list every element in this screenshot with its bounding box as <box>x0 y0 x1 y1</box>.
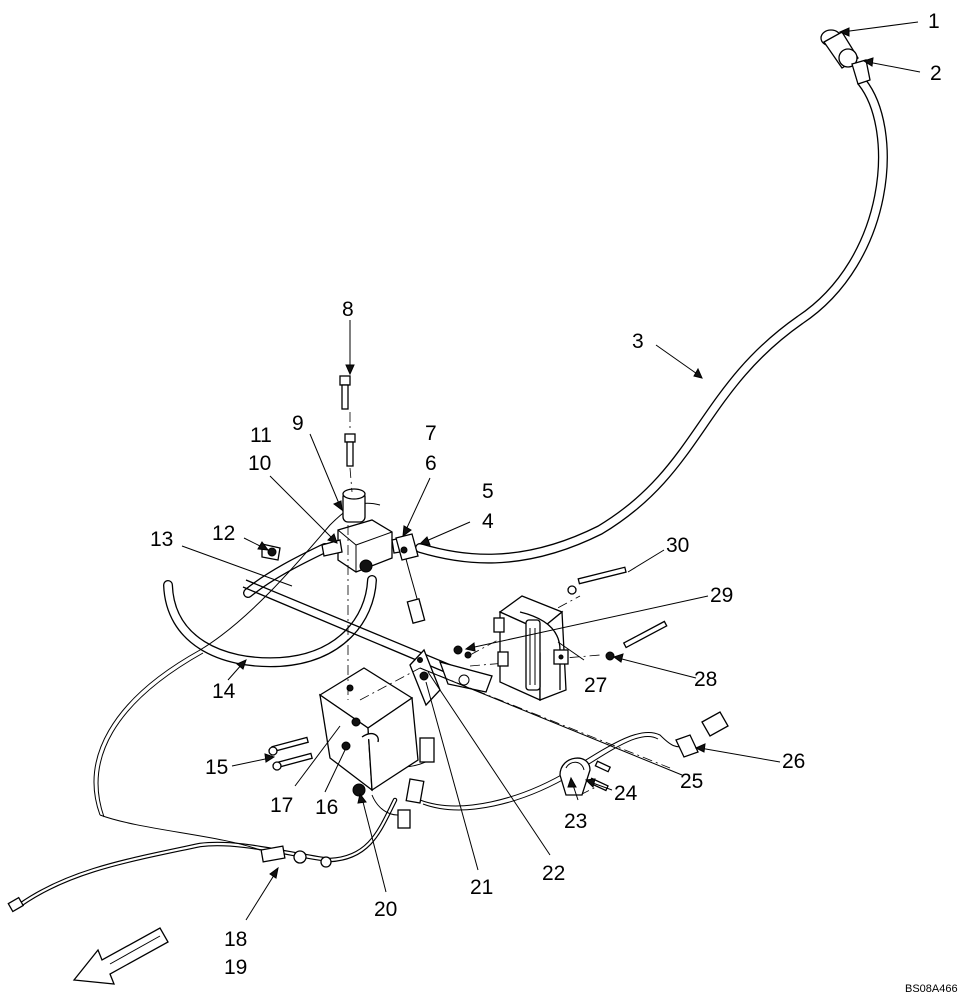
hose-upper-left <box>243 543 330 598</box>
front-direction-arrow <box>72 927 169 985</box>
fitting-1-2 <box>820 29 871 85</box>
callout-6: 6 <box>425 452 437 475</box>
callout-22: 22 <box>542 862 565 885</box>
callout-17: 17 <box>270 794 293 817</box>
callout-27: 27 <box>584 674 607 697</box>
bolt-8 <box>339 375 356 493</box>
connector-26 <box>675 711 729 758</box>
bracket-16 <box>318 667 435 829</box>
callout-11: 11 <box>250 424 272 447</box>
valve-block <box>321 488 426 624</box>
callout-4: 4 <box>482 510 494 533</box>
callout-29: 29 <box>710 584 733 607</box>
callout-9: 9 <box>292 412 304 435</box>
bolt-30 <box>567 566 627 595</box>
hose-3 <box>415 77 888 564</box>
callout-1: 1 <box>928 10 940 33</box>
bolts-15 <box>268 736 313 771</box>
hose-14 <box>163 575 377 668</box>
callout-19: 19 <box>224 956 247 979</box>
callout-18: 18 <box>224 928 247 951</box>
callout-20: 20 <box>374 898 397 921</box>
bolt-28 <box>605 620 668 661</box>
callout-24: 24 <box>614 782 638 805</box>
tube-13 <box>242 579 493 693</box>
callout-3: 3 <box>632 330 644 353</box>
callout-21: 21 <box>470 876 493 899</box>
callout-13: 13 <box>150 528 173 551</box>
callout-14: 14 <box>212 680 236 703</box>
callout-labels: 1 2 3 4 5 6 7 8 9 10 11 12 13 14 15 16 1… <box>150 10 958 995</box>
clip-23 <box>559 757 591 796</box>
drawing-code: BS08A466 <box>905 983 958 995</box>
callout-16: 16 <box>315 796 338 819</box>
callout-23: 23 <box>564 810 587 833</box>
callout-28: 28 <box>694 668 717 691</box>
callout-15: 15 <box>205 756 228 779</box>
callout-25: 25 <box>680 770 703 793</box>
callout-8: 8 <box>342 298 354 321</box>
leader-lines <box>181 21 921 921</box>
callout-2: 2 <box>930 62 942 85</box>
callout-10: 10 <box>248 452 271 475</box>
nut-29 <box>453 645 472 659</box>
beacon-27 <box>493 595 569 702</box>
callout-30: 30 <box>666 534 689 557</box>
callout-5: 5 <box>482 480 494 503</box>
fitting-4-7 <box>395 533 419 561</box>
callout-26: 26 <box>782 750 805 773</box>
callout-12: 12 <box>212 522 235 545</box>
callout-7: 7 <box>425 422 437 445</box>
